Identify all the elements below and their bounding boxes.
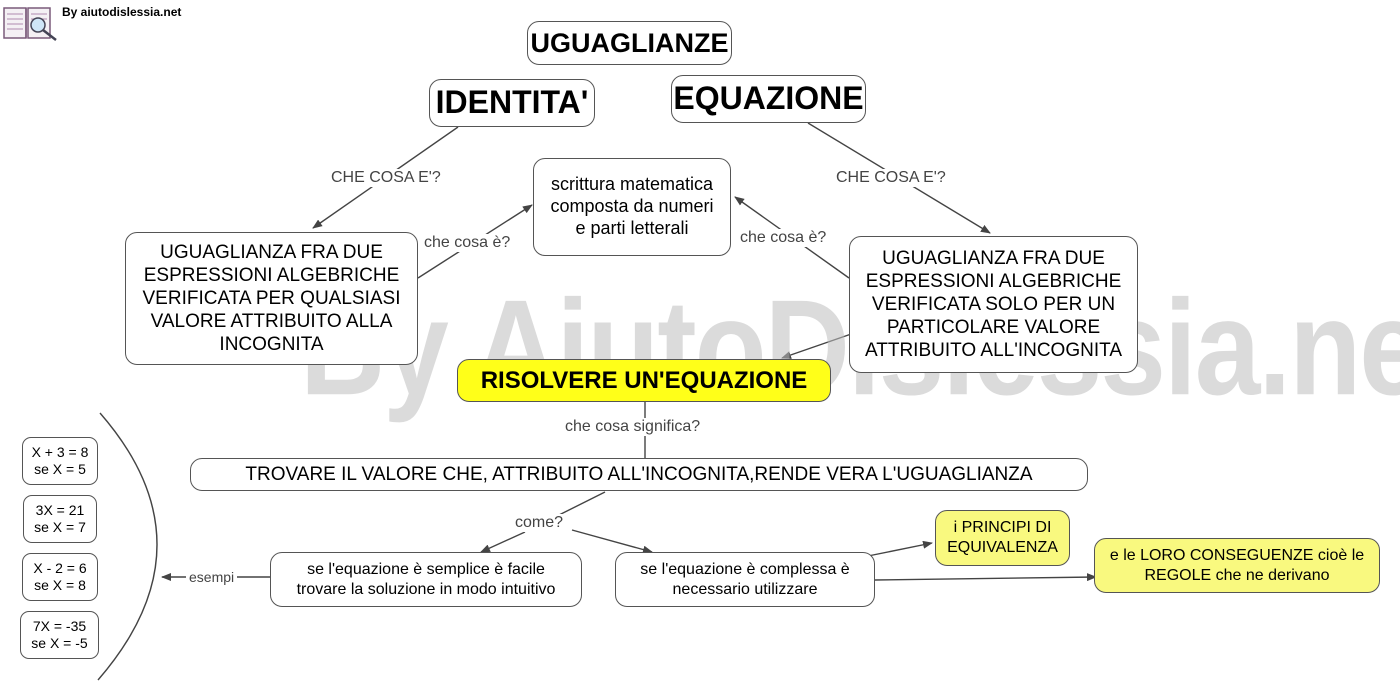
node-equazione: EQUAZIONE	[671, 75, 866, 123]
link-label-esempi: esempi	[186, 569, 238, 585]
example-solution: se X = 8	[34, 577, 86, 593]
node-identita: IDENTITA'	[429, 79, 595, 127]
node-def-equazione: UGUAGLIANZA FRA DUE ESPRESSIONI ALGEBRIC…	[849, 236, 1138, 373]
link-come-to-semplice	[480, 531, 526, 553]
node-complessa: se l'equazione è complessa è necessario …	[615, 552, 875, 607]
example-equation: 7X = -35	[32, 617, 87, 634]
node-conseguenze: e le LORO CONSEGUENZE cioè le REGOLE che…	[1094, 538, 1380, 593]
link-complessa-to-conseguenze	[874, 573, 1097, 582]
link-label-come: come?	[512, 514, 567, 532]
examples-bracket	[97, 412, 158, 681]
link-complessa-to-principi	[867, 540, 933, 557]
link-label-che-cosa-e: CHE COSA E'?	[328, 169, 444, 187]
node-def-identita: UGUAGLIANZA FRA DUE ESPRESSIONI ALGEBRIC…	[125, 232, 418, 365]
example-box: 3X = 21 se X = 7	[23, 495, 97, 543]
example-equation: X - 2 = 6	[33, 559, 87, 576]
example-equation: X + 3 = 8	[31, 443, 89, 460]
node-trovare: TROVARE IL VALORE CHE, ATTRIBUITO ALL'IN…	[190, 458, 1088, 491]
link-trovare-to-come	[554, 491, 606, 518]
link-label-che-cosa-significa: che cosa significa?	[562, 418, 704, 436]
node-principi: i PRINCIPI DI EQUIVALENZA	[935, 510, 1070, 566]
link-label-che-cosa-e-small: che cosa è?	[737, 229, 830, 247]
example-box: X - 2 = 6 se X = 8	[22, 553, 98, 601]
node-scrittura: scrittura matematica composta da numeri …	[533, 158, 731, 256]
book-logo-icon	[3, 7, 57, 41]
node-semplice: se l'equazione è semplice è facile trova…	[270, 552, 582, 607]
link-defeq-to-risolvere	[781, 331, 858, 359]
site-credit: By aiutodislessia.net	[62, 5, 182, 19]
example-box: 7X = -35 se X = -5	[20, 611, 99, 659]
link-label-che-cosa-e-small: che cosa è?	[421, 234, 514, 252]
example-solution: se X = 7	[34, 519, 86, 535]
example-solution: se X = 5	[34, 461, 86, 477]
example-equation: 3X = 21	[35, 501, 85, 518]
link-come-to-complessa	[571, 529, 653, 554]
example-box: X + 3 = 8 se X = 5	[22, 437, 98, 485]
link-label-che-cosa-e: CHE COSA E'?	[833, 169, 949, 187]
node-uguaglianze: UGUAGLIANZE	[527, 21, 732, 65]
node-risolvere: RISOLVERE UN'EQUAZIONE	[457, 359, 831, 402]
example-solution: se X = -5	[31, 635, 88, 651]
